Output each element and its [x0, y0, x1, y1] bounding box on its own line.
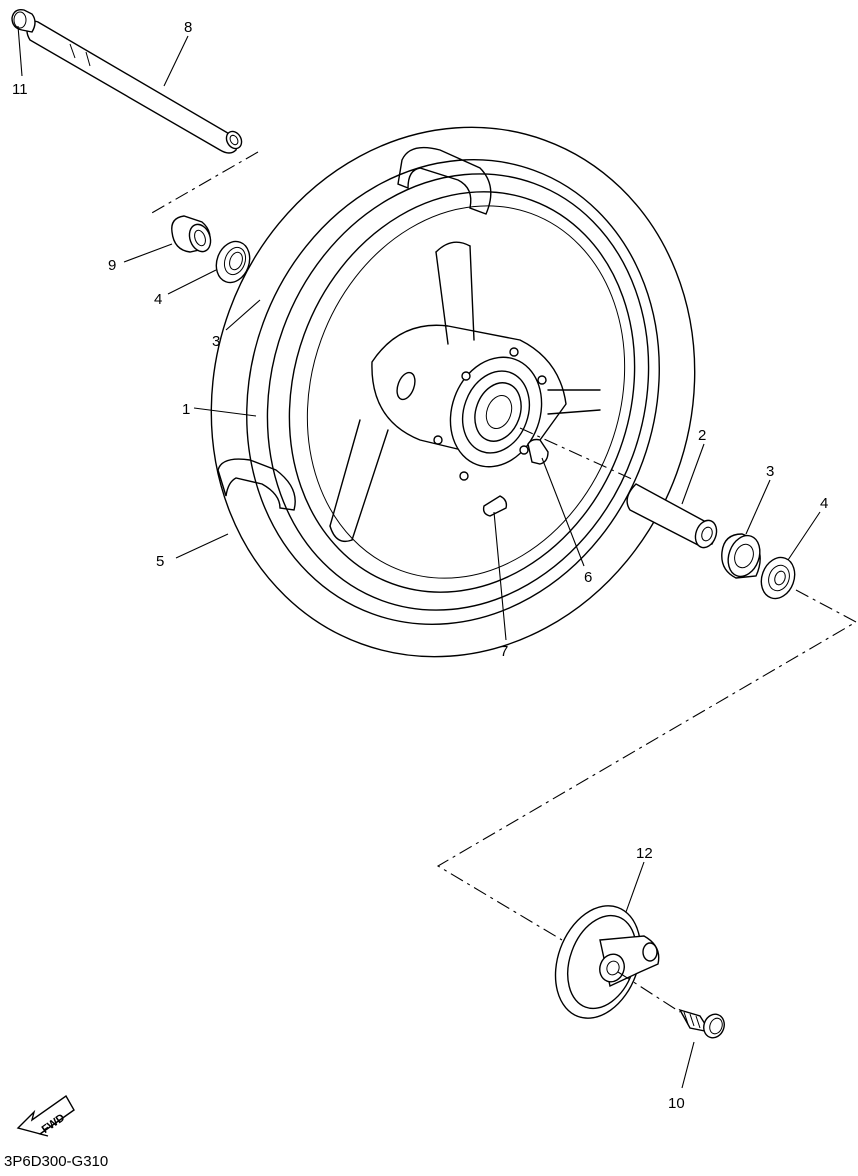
callout-4b: 4: [820, 495, 828, 512]
callout-leaders: [17, 25, 821, 1089]
bearing-right-part: [721, 533, 761, 579]
front-wheel-assembly: [210, 126, 696, 658]
oil-seal-right-part: [760, 556, 796, 600]
callout-3a: 3: [212, 333, 220, 350]
callout-3b: 3: [766, 463, 774, 480]
collar-part: [171, 215, 212, 253]
bolt-part: [678, 1008, 725, 1039]
spacer-part: [626, 483, 718, 549]
oil-seal-left-part: [215, 240, 251, 284]
callout-1: 1: [182, 401, 190, 418]
axle-part: [26, 20, 243, 154]
fwd-arrow-icon: FWD: [16, 1094, 75, 1137]
callout-7: 7: [500, 643, 508, 660]
axle-cap-part: [11, 8, 36, 33]
callout-2: 2: [698, 427, 706, 444]
callout-4a: 4: [154, 291, 162, 308]
speedometer-gear-unit: [554, 905, 660, 1019]
callout-6: 6: [584, 569, 592, 586]
callout-8: 8: [184, 19, 192, 36]
callout-11: 11: [12, 81, 28, 98]
callout-9: 9: [108, 257, 116, 274]
diagram-code: 3P6D300-G310: [4, 1153, 108, 1170]
callout-5: 5: [156, 553, 164, 570]
callout-10: 10: [668, 1095, 685, 1112]
callout-12: 12: [636, 845, 653, 862]
